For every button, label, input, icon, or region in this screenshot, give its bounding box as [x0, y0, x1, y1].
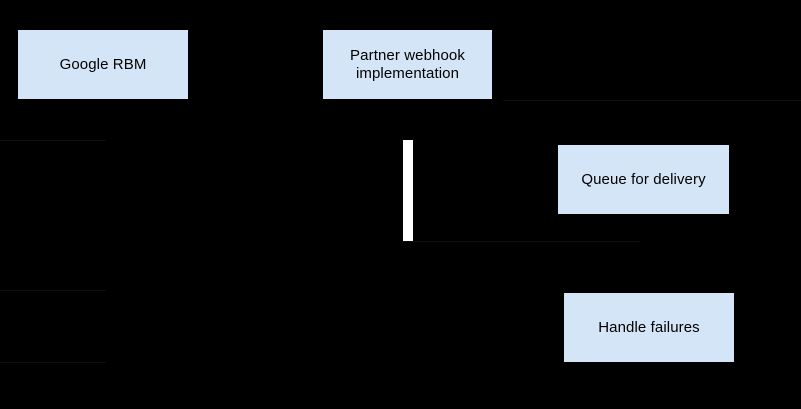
connector-line-bottom-left: [0, 362, 106, 363]
connector-line-mid-right: [403, 241, 640, 242]
vertical-white-connector: [403, 140, 413, 241]
node-partner-webhook-implementation[interactable]: Partner webhook implementation: [323, 30, 492, 99]
connector-line-upper-left: [0, 140, 106, 141]
connector-line-lower-left: [0, 290, 106, 291]
node-handle-failures[interactable]: Handle failures: [564, 293, 734, 362]
connector-line-upper-right: [503, 100, 801, 101]
node-google-rbm[interactable]: Google RBM: [18, 30, 188, 99]
node-queue-for-delivery[interactable]: Queue for delivery: [558, 145, 729, 214]
